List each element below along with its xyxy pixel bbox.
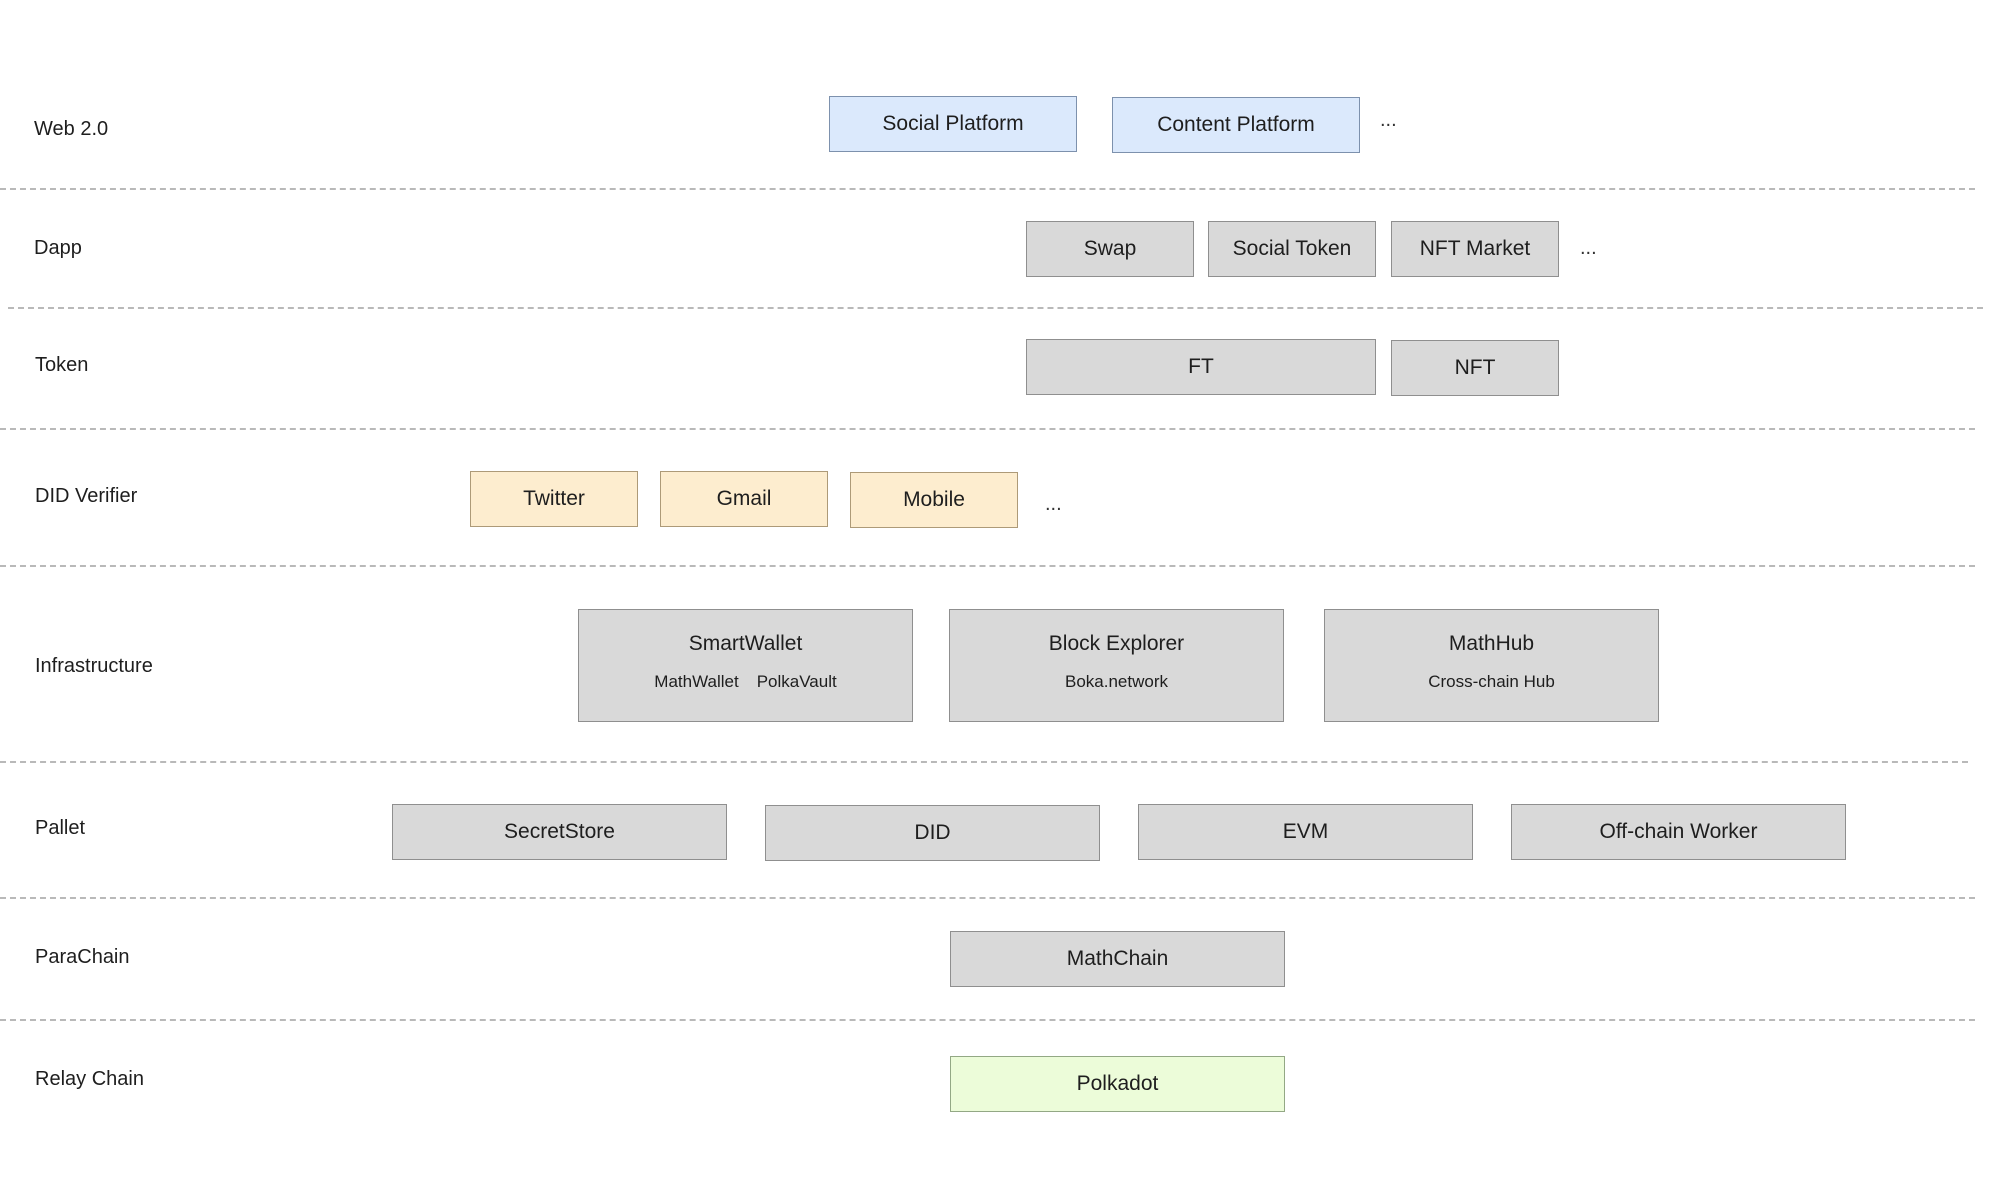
box-nft: NFT — [1391, 340, 1559, 396]
box-gmail: Gmail — [660, 471, 828, 527]
divider-parachain-relay — [0, 1019, 1975, 1021]
layer-label-token: Token — [35, 354, 89, 376]
smartwallet-subtitle: MathWallet PolkaVault — [654, 672, 836, 692]
block-explorer-subtitle: Boka.network — [1065, 672, 1168, 692]
divider-web2-dapp — [0, 188, 1975, 190]
layer-label-web2: Web 2.0 — [34, 118, 109, 140]
did-more-ellipsis: ... — [1045, 493, 1062, 515]
divider-did-infrastructure — [0, 565, 1975, 567]
box-mathchain: MathChain — [950, 931, 1285, 987]
box-block-explorer: Block Explorer Boka.network — [949, 609, 1284, 722]
box-secretstore: SecretStore — [392, 804, 727, 860]
box-social-token: Social Token — [1208, 221, 1376, 277]
block-explorer-title: Block Explorer — [1048, 632, 1185, 655]
box-ft: FT — [1026, 339, 1376, 395]
box-smartwallet: SmartWallet MathWallet PolkaVault — [578, 609, 913, 722]
web2-more-ellipsis: ... — [1380, 109, 1397, 131]
box-social-platform: Social Platform — [829, 96, 1077, 152]
box-polkadot: Polkadot — [950, 1056, 1285, 1112]
divider-infrastructure-pallet — [0, 761, 1968, 763]
cross-chain-hub-label: Cross-chain Hub — [1428, 672, 1555, 691]
box-mathhub: MathHub Cross-chain Hub — [1324, 609, 1659, 722]
divider-dapp-token — [8, 307, 1983, 309]
box-mobile: Mobile — [850, 472, 1018, 528]
box-swap: Swap — [1026, 221, 1194, 277]
mathwallet-label: MathWallet — [654, 672, 739, 691]
box-evm: EVM — [1138, 804, 1473, 860]
layer-label-relay-chain: Relay Chain — [35, 1068, 144, 1090]
layer-label-parachain: ParaChain — [35, 946, 130, 968]
divider-pallet-parachain — [0, 897, 1975, 899]
divider-token-did — [0, 428, 1975, 430]
box-off-chain-worker: Off-chain Worker — [1511, 804, 1846, 860]
smartwallet-title: SmartWallet — [688, 632, 803, 655]
box-twitter: Twitter — [470, 471, 638, 527]
layer-label-infrastructure: Infrastructure — [35, 655, 153, 677]
layer-label-did-verifier: DID Verifier — [35, 485, 138, 507]
mathhub-title: MathHub — [1448, 632, 1535, 655]
box-nft-market: NFT Market — [1391, 221, 1559, 277]
box-did: DID — [765, 805, 1100, 861]
boka-network-label: Boka.network — [1065, 672, 1168, 691]
mathhub-subtitle: Cross-chain Hub — [1428, 672, 1555, 692]
layer-label-pallet: Pallet — [35, 817, 86, 839]
layer-label-dapp: Dapp — [34, 237, 82, 259]
dapp-more-ellipsis: ... — [1580, 237, 1597, 259]
box-content-platform: Content Platform — [1112, 97, 1360, 153]
polkavault-label: PolkaVault — [756, 672, 837, 691]
